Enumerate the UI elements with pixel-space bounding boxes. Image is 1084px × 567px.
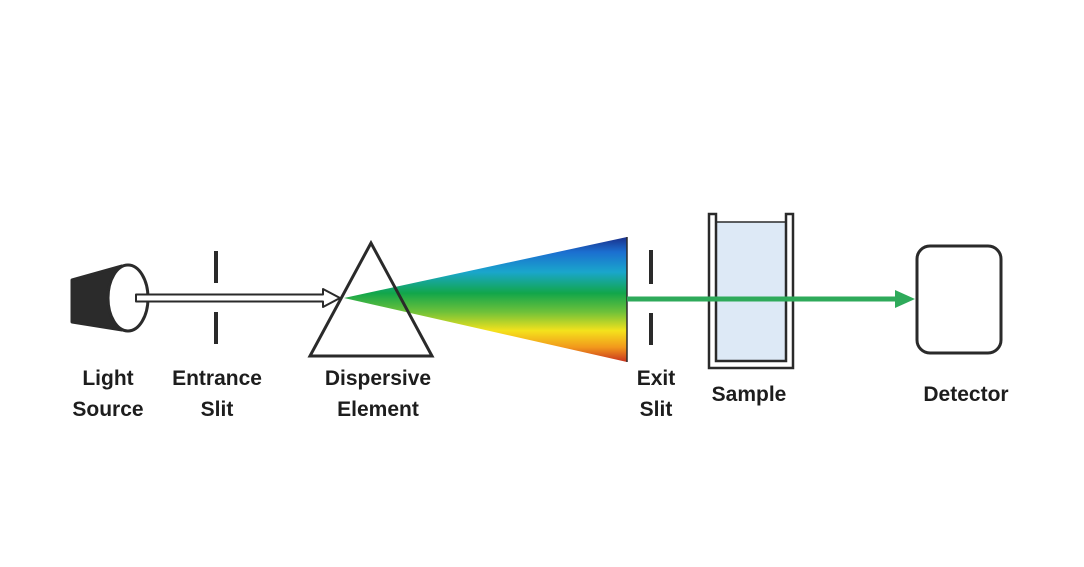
label-entrance-slit: Entrance Slit xyxy=(172,367,262,421)
label-exit-slit: Exit Slit xyxy=(636,367,676,421)
light-source-icon xyxy=(70,263,150,333)
detector-box xyxy=(915,244,1003,355)
sample-cuvette xyxy=(707,212,795,370)
label-dispersive-element: Dispersive Element xyxy=(324,367,432,421)
label-light-source: Light Source xyxy=(72,367,144,421)
prism-icon xyxy=(307,239,435,358)
monochromatic-beam xyxy=(627,290,915,308)
white-light-beam xyxy=(135,288,341,308)
label-sample: Sample xyxy=(711,383,787,406)
label-detector: Detector xyxy=(923,383,1009,406)
dispersed-spectrum xyxy=(344,237,627,362)
